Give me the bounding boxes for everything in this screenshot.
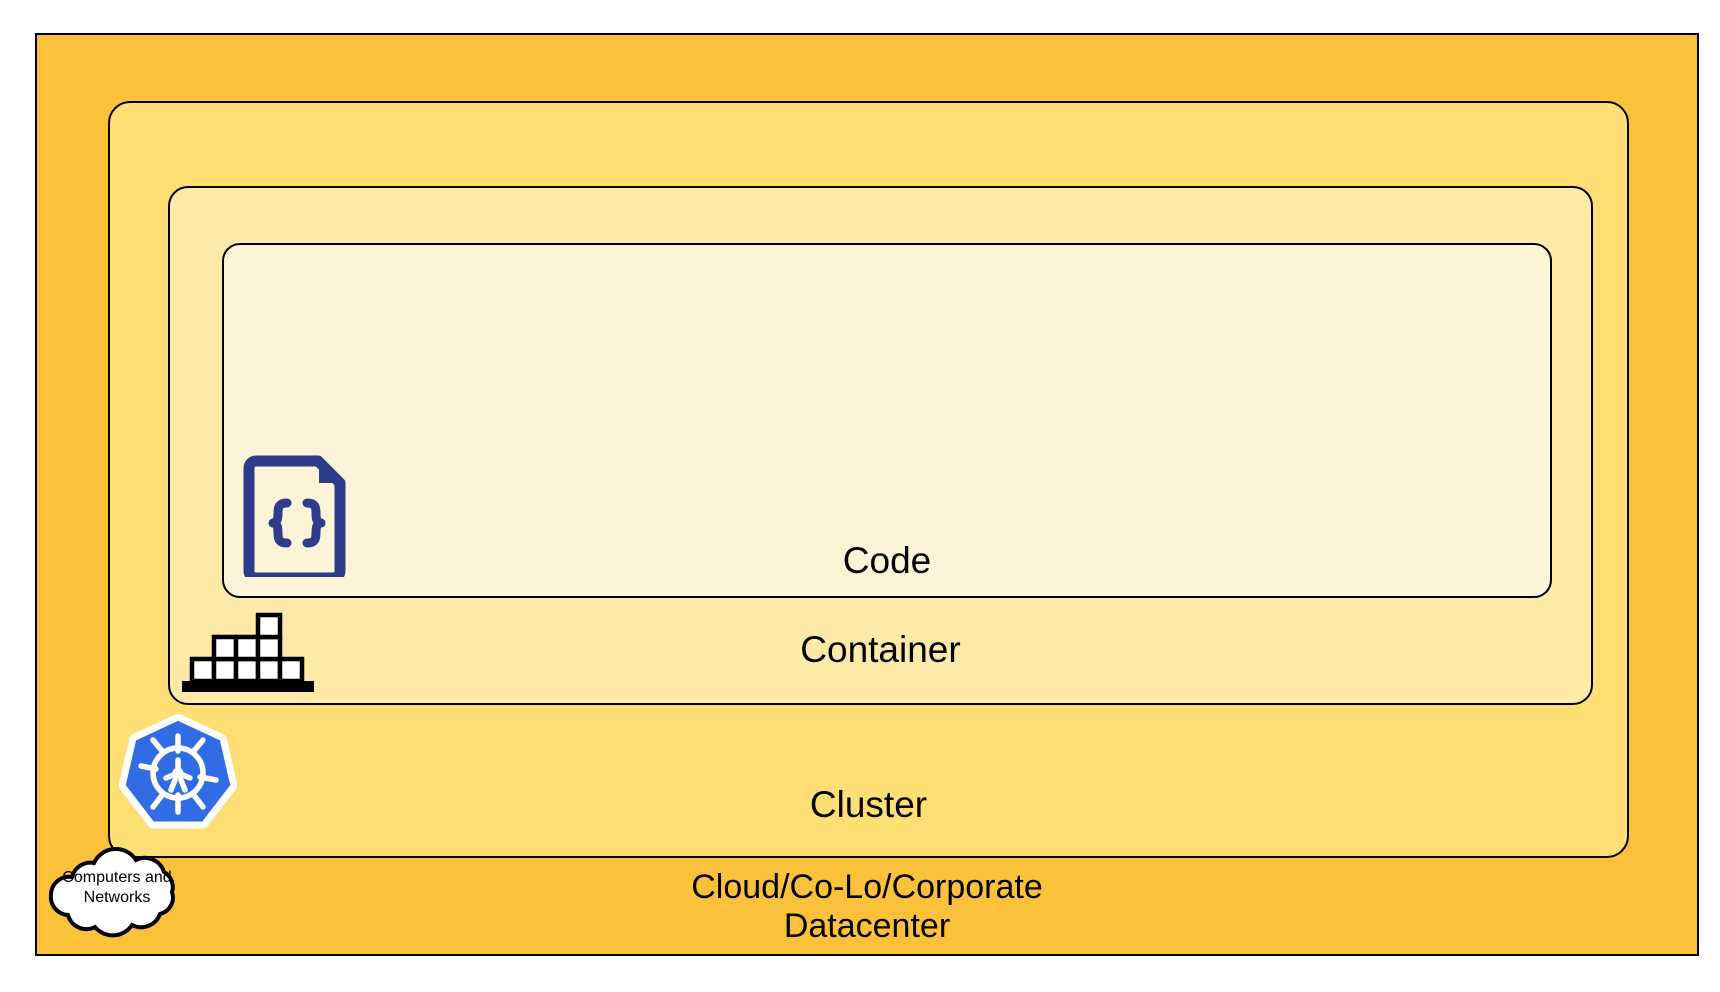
cloud-icon [38, 845, 196, 943]
layer-label-cluster: Cluster [809, 784, 928, 825]
container-boxes-icon [182, 605, 314, 695]
layer-label-code: Code [842, 540, 932, 581]
code-file-icon [243, 455, 353, 584]
layer-label-datacenter: Cloud/Co-Lo/Corporate Datacenter [691, 868, 1043, 946]
kubernetes-icon [118, 713, 238, 832]
layer-label-container: Container [800, 629, 961, 670]
layer-code [222, 243, 1552, 598]
